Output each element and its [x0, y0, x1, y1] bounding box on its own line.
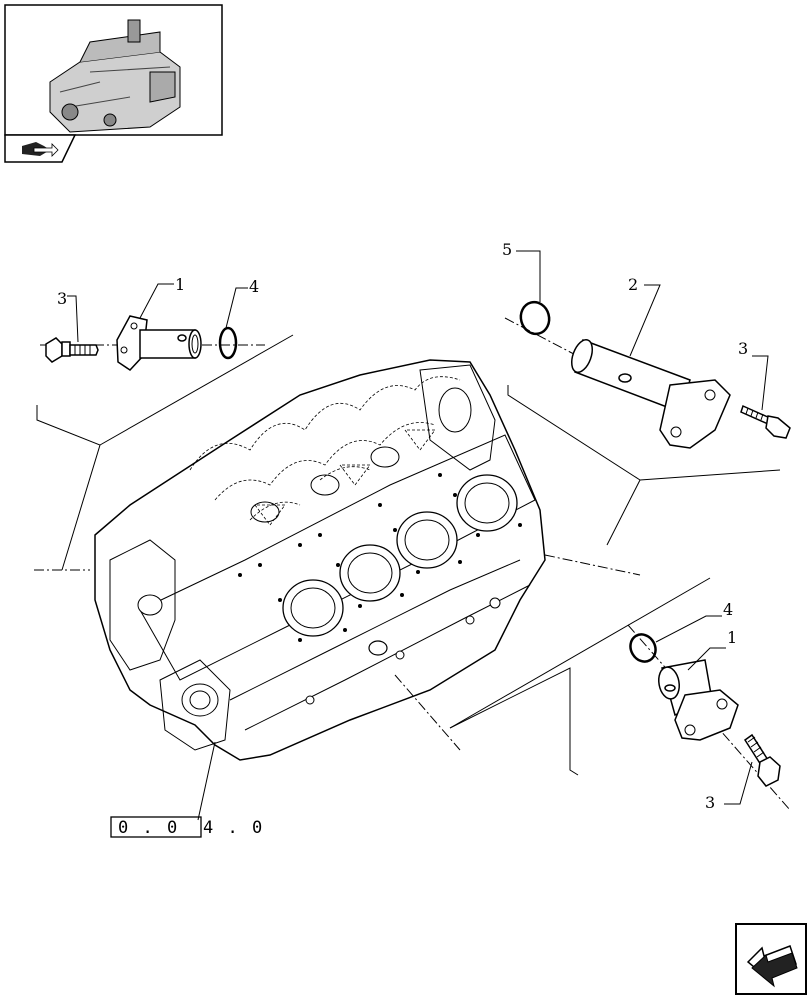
svg-text:4: 4 — [249, 277, 259, 296]
lower-right-bolt — [743, 733, 781, 787]
callout-upper-right-oring: 5 — [502, 240, 541, 302]
reference-code-boxed: 0 . 0 — [118, 818, 179, 838]
callout-upper-right-pipe: 2 — [628, 275, 661, 357]
lower-right-oring — [629, 633, 657, 663]
callout-upper-left-pipe: 1 — [139, 275, 185, 319]
upper-right-pipe — [570, 338, 731, 449]
book-arrow-icon[interactable] — [4, 134, 77, 163]
svg-text:3: 3 — [738, 339, 748, 358]
reference-code-suffix: 4 . 0 — [203, 818, 264, 838]
svg-text:3: 3 — [57, 289, 67, 308]
upper-left-oring — [218, 326, 238, 360]
next-page-arrow-icon[interactable] — [735, 923, 807, 995]
svg-text:4: 4 — [723, 600, 733, 619]
callout-upper-right-bolt: 3 — [738, 339, 769, 411]
callout-upper-left-bolt: 3 — [57, 289, 79, 343]
engine-thumbnail[interactable] — [4, 4, 223, 136]
upper-left-bolt — [45, 337, 99, 363]
svg-text:5: 5 — [502, 240, 512, 259]
upper-left-pipe — [116, 315, 202, 371]
cylinder-block — [94, 359, 546, 761]
callout-lower-right-pipe: 1 — [687, 628, 737, 671]
reference-code[interactable]: 0 . 0 4 . 0 — [110, 741, 264, 838]
callout-lower-right-bolt: 3 — [705, 761, 753, 812]
upper-right-oring — [519, 300, 551, 336]
callout-upper-left-oring: 4 — [225, 277, 259, 329]
svg-text:1: 1 — [175, 275, 185, 294]
svg-text:1: 1 — [727, 628, 737, 647]
svg-text:3: 3 — [705, 793, 715, 812]
upper-right-bolt — [740, 404, 791, 439]
lower-right-pipe — [658, 659, 739, 741]
svg-text:2: 2 — [628, 275, 638, 294]
callout-lower-right-oring: 4 — [655, 600, 733, 643]
